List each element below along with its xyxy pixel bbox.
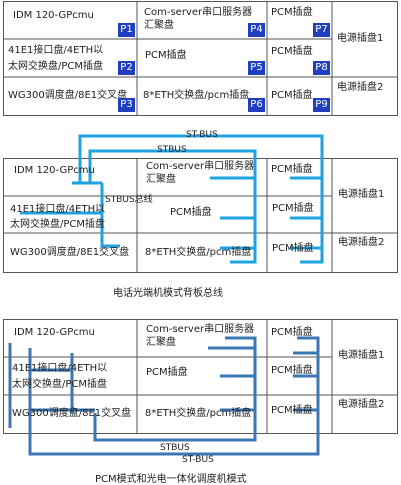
stbus-left-trunk bbox=[8, 343, 74, 428]
slot-pcm-bottom: PCM插盘 bbox=[271, 405, 313, 416]
badge-p8: P8 bbox=[313, 61, 330, 75]
slot-eth: 8*ETH交换盘/pcm插盘 bbox=[145, 247, 252, 258]
slot-pcm-mid: PCM插盘 bbox=[170, 207, 212, 218]
slot-pcm-mid: PCM插盘 bbox=[146, 367, 188, 378]
slot-pcm-bottom: PCM插盘 bbox=[271, 90, 313, 101]
slot-comserver-label: Com-server串口服务器汇聚盘 bbox=[146, 324, 255, 348]
badge-p5: P5 bbox=[248, 61, 265, 75]
slot-power-2: 电源插盘2 bbox=[338, 399, 385, 410]
slot-idm: IDM 120-GPcmu bbox=[14, 165, 95, 176]
stbus-inner-line bbox=[93, 336, 257, 442]
slot-power-2: 电源插盘2 bbox=[337, 82, 384, 93]
slot-e1-line1: 41E1接口盘/4ETH以 bbox=[12, 363, 108, 374]
stbus-left-stubs bbox=[30, 368, 95, 412]
caption-pcm-mode: PCM模式和光电一体化调度机模式 bbox=[95, 474, 247, 485]
bus-label-stbus: STBUS bbox=[157, 145, 187, 155]
panel-2-backplane: ST-BUS STBUS STBUS总线 IDM 120-GPcmu Com-s… bbox=[0, 128, 401, 273]
slot-comserver-label: Com-server串口服务器汇聚盘 bbox=[144, 7, 253, 31]
panel-2-grid-and-bus bbox=[3, 134, 398, 273]
slot-e1-line2: 太网交换盘/PCM插盘 bbox=[10, 219, 106, 230]
st-bus-outer-line bbox=[78, 134, 324, 264]
slot-power-1: 电源插盘1 bbox=[338, 189, 385, 200]
slot-eth: 8*ETH交换盘/pcm插盘 bbox=[145, 408, 252, 419]
slot-pcm-right-mid: PCM插盘 bbox=[271, 365, 313, 376]
slot-pcm-right-mid: PCM插盘 bbox=[271, 46, 313, 57]
slot-pcm-top-right: PCM插盘 bbox=[271, 327, 313, 338]
caption-telephone-mode: 电话光端机模式背板总线 bbox=[113, 288, 223, 299]
panel-1-grid bbox=[3, 1, 398, 116]
slot-e1-line2: 太网交换盘/PCM插盘 bbox=[12, 379, 108, 390]
slot-comserver: Com-server串口服务器汇聚盘 bbox=[146, 323, 261, 349]
slot-power-1: 电源插盘1 bbox=[337, 33, 384, 44]
stbus-right-stubs bbox=[293, 351, 318, 412]
bus-label-stbus-side: STBUS总线 bbox=[105, 195, 153, 205]
panel-1-backplane: IDM 120-GPcmu Com-server串口服务器汇聚盘 PCM插盘 4… bbox=[3, 1, 398, 116]
stbus-middle-stubs bbox=[210, 176, 255, 250]
badge-p9: P9 bbox=[313, 98, 330, 112]
stbus-right-stubs bbox=[290, 176, 322, 250]
slot-e1-line2: 太网交换盘/PCM插盘 bbox=[8, 61, 104, 72]
bus-label-st-bus: ST-BUS bbox=[182, 455, 214, 465]
st-bus-outer-line bbox=[28, 336, 320, 456]
slot-eth: 8*ETH交换盘/pcm插盘 bbox=[143, 90, 250, 101]
badge-p3: P3 bbox=[118, 98, 135, 112]
badge-p7: P7 bbox=[313, 23, 330, 37]
panel-3-grid-and-bus bbox=[3, 319, 398, 456]
badge-p2: P2 bbox=[118, 61, 135, 75]
slot-e1-line1: 41E1接口盘/4ETH以 bbox=[8, 45, 104, 56]
slot-wg: WG300调度盘/8E1交叉盘 bbox=[12, 408, 132, 419]
slot-comserver: Com-server串口服务器汇聚盘 bbox=[146, 160, 261, 186]
slot-power-2: 电源插盘2 bbox=[338, 237, 385, 248]
slot-pcm-bottom: PCM插盘 bbox=[272, 243, 314, 254]
badge-p4: P4 bbox=[248, 23, 265, 37]
slot-pcm-top-right: PCM插盘 bbox=[271, 7, 313, 18]
slot-wg: WG300调度盘/8E1交叉盘 bbox=[10, 247, 130, 258]
badge-p1: P1 bbox=[118, 23, 135, 37]
slot-idm: IDM 120-GPcmu bbox=[14, 327, 95, 338]
slot-comserver: Com-server串口服务器汇聚盘 bbox=[144, 6, 259, 32]
slot-pcm-right-mid: PCM插盘 bbox=[272, 203, 314, 214]
stbus-middle-stubs bbox=[208, 346, 255, 412]
slot-comserver-label: Com-server串口服务器汇聚盘 bbox=[146, 161, 255, 185]
stbus-inner-line bbox=[88, 149, 257, 264]
bus-label-st-bus: ST-BUS bbox=[186, 130, 218, 140]
badge-p6: P6 bbox=[248, 98, 265, 112]
slot-power-1: 电源插盘1 bbox=[338, 350, 385, 361]
slot-pcm-mid: PCM插盘 bbox=[145, 50, 187, 61]
slot-e1-line1: 41E1接口盘/4ETH以 bbox=[10, 204, 106, 215]
slot-pcm-top-right: PCM插盘 bbox=[271, 164, 313, 175]
panel-3-backplane: STBUS ST-BUS IDM 120-GPcmu Com-server串口服… bbox=[0, 318, 401, 468]
stbus-left-feed bbox=[20, 181, 120, 248]
bus-label-stbus: STBUS bbox=[160, 443, 190, 453]
slot-idm: IDM 120-GPcmu bbox=[13, 10, 94, 21]
slot-wg: WG300调度盘/8E1交叉盘 bbox=[8, 90, 128, 101]
